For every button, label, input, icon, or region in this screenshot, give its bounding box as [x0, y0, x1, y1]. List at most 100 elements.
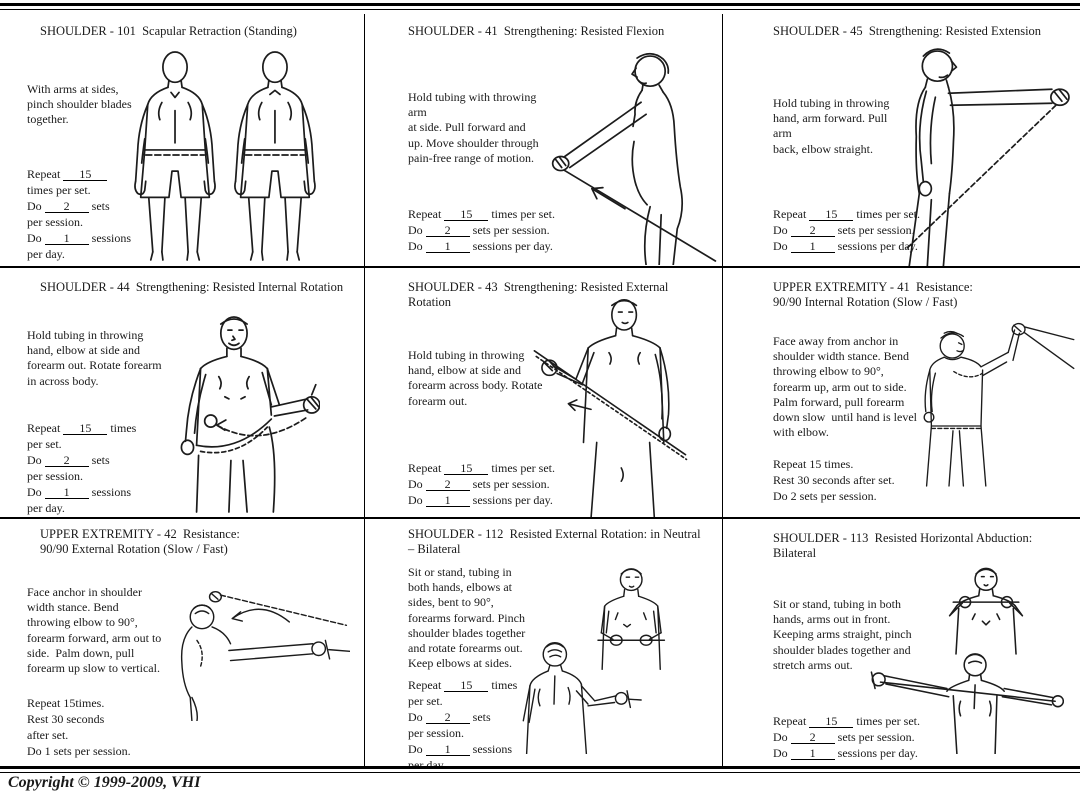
- bottom-rule-thin: [0, 772, 1080, 773]
- dosage-line: Do 2 sets per session.: [773, 729, 920, 745]
- exercise-title: SHOULDER - 112 Resisted External Rotatio…: [408, 527, 701, 556]
- dosage-blank-value: 2: [425, 224, 470, 237]
- dosage-text: Do: [27, 231, 45, 245]
- dosage-line: per session.: [27, 468, 136, 484]
- dosage-blank-value: 15: [63, 422, 108, 435]
- exercise-instructions: Hold tubing in throwing hand, elbow at s…: [27, 328, 162, 388]
- dosage-text: sets per session.: [469, 477, 550, 491]
- exercise-card-shoulder-113: SHOULDER - 113 Resisted Horizontal Abduc…: [723, 519, 1080, 767]
- dosage-text: Repeat: [408, 678, 445, 692]
- bottom-rule-thick: [0, 766, 1080, 769]
- dosage-text: per day.: [27, 247, 65, 261]
- exercise-instructions: Hold tubing in throwing hand, arm forwar…: [773, 96, 890, 156]
- dosage-text: Rest 30 seconds: [27, 712, 105, 726]
- dosage-text: Repeat: [773, 207, 810, 221]
- dosage-text: times per set.: [853, 207, 920, 221]
- dosage-line: Repeat 15 times per set.: [773, 713, 920, 729]
- dosage-text: per set.: [27, 437, 62, 451]
- dosage-line: Repeat 15: [27, 166, 131, 182]
- dosage-text: Repeat: [27, 167, 64, 181]
- dosage-text: Repeat: [773, 714, 810, 728]
- dosage-text: times: [107, 421, 137, 435]
- dosage-text: sets per session.: [469, 223, 550, 237]
- exercise-grid: SHOULDER - 101 Scapular Retraction (Stan…: [0, 14, 1080, 767]
- dosage-text: Do: [408, 239, 426, 253]
- dosage-line: per day.: [408, 757, 517, 767]
- dosage-line: Repeat 15 times: [408, 677, 517, 693]
- dosage-line: Repeat 15 times per set.: [408, 206, 555, 222]
- exercise-instructions: With arms at sides, pinch shoulder blade…: [27, 82, 132, 127]
- dosage-line: Do 1 sets per session.: [27, 743, 131, 759]
- dosage-blank-value: 1: [425, 494, 470, 507]
- exercise-card-upper-extremity-41: UPPER EXTREMITY - 41 Resistance: 90/90 I…: [723, 268, 1080, 519]
- dosage-blank-value: 15: [444, 208, 489, 221]
- illustration-man-resisted-flexion-icon: [551, 52, 717, 265]
- illustration-two-men-external-rotation-bilateral-icon: [522, 568, 666, 754]
- dosage-text: times per set.: [488, 461, 555, 475]
- exercise-title: SHOULDER - 101 Scapular Retraction (Stan…: [40, 24, 297, 38]
- dosage-text: per session.: [27, 215, 83, 229]
- dosage-line: Repeat 15 times: [27, 420, 136, 436]
- dosage-text: Do: [27, 485, 45, 499]
- exercise-title: SHOULDER - 113 Resisted Horizontal Abduc…: [773, 531, 1036, 560]
- dosage-text: Do: [773, 223, 791, 237]
- dosage-text: Do: [408, 710, 426, 724]
- dosage-line: per day.: [27, 500, 136, 516]
- illustration-man-9090-internal-rotation-icon: [923, 322, 1075, 487]
- copyright-notice: Copyright © 1999-2009, VHI: [8, 774, 201, 791]
- dosage-text: Do: [408, 477, 426, 491]
- dosage-line: Do 2 sets per session.: [408, 476, 555, 492]
- dosage-text: sets: [469, 710, 491, 724]
- dosage-text: per session.: [27, 469, 83, 483]
- dosage-text: sets: [88, 199, 110, 213]
- exercise-instructions: Sit or stand, tubing in both hands, arms…: [773, 597, 912, 672]
- dosage-line: Do 1 sessions per day.: [773, 745, 920, 761]
- dosage-text: per session.: [408, 726, 464, 740]
- dosage-line: Rest 30 seconds: [27, 711, 131, 727]
- exercise-card-shoulder-43: SHOULDER - 43 Strengthening: Resisted Ex…: [365, 268, 723, 519]
- dosage-line: Repeat 15 times.: [773, 456, 895, 472]
- dosage-line: per set.: [27, 436, 136, 452]
- dosage-text: sessions per day.: [834, 746, 918, 760]
- dosage-text: Do: [408, 493, 426, 507]
- dosage-block: Repeat 15 times.Rest 30 seconds after se…: [773, 456, 895, 504]
- dosage-blank-value: 2: [425, 478, 470, 491]
- dosage-line: Do 1 sessions: [27, 484, 136, 500]
- illustration-two-men-horizontal-abduction-icon: [870, 567, 1064, 754]
- dosage-text: Do 1 sets per session.: [27, 744, 131, 758]
- dosage-blank-value: 1: [44, 232, 89, 245]
- top-rule-thin: [0, 9, 1080, 10]
- dosage-text: times per set.: [488, 207, 555, 221]
- illustration-man-9090-external-rotation-icon: [180, 591, 350, 721]
- dosage-text: after set.: [27, 728, 69, 742]
- dosage-text: sessions per day.: [469, 493, 553, 507]
- dosage-line: Rest 30 seconds after set.: [773, 472, 895, 488]
- dosage-block: Repeat 15 times per set.Do 2 sets per se…: [408, 460, 555, 508]
- dosage-line: Do 2 sets per session.: [408, 222, 555, 238]
- exercise-title: UPPER EXTREMITY - 42 Resistance: 90/90 E…: [40, 527, 240, 556]
- dosage-text: per set.: [408, 694, 443, 708]
- dosage-text: per day.: [27, 501, 65, 515]
- dosage-line: Do 1 sessions per day.: [408, 492, 555, 508]
- exercise-title: SHOULDER - 45 Strengthening: Resisted Ex…: [773, 24, 1042, 38]
- dosage-line: Do 2 sets: [27, 198, 131, 214]
- dosage-line: Do 1 sessions: [27, 230, 131, 246]
- dosage-text: per day.: [408, 758, 446, 767]
- dosage-text: times per set.: [853, 714, 920, 728]
- illustration-man-resisted-extension-icon: [906, 48, 1070, 266]
- dosage-text: sessions per day.: [469, 239, 553, 253]
- exercise-instructions: Face anchor in shoulder width stance. Be…: [27, 585, 162, 676]
- dosage-text: Repeat 15 times.: [773, 457, 854, 471]
- top-rule-thick: [0, 3, 1080, 6]
- exercise-title: SHOULDER - 43 Strengthening: Resisted Ex…: [408, 280, 672, 309]
- dosage-text: Do: [27, 453, 45, 467]
- dosage-line: times per set.: [27, 182, 131, 198]
- exercise-card-shoulder-41: SHOULDER - 41 Strengthening: Resisted Fl…: [365, 14, 723, 268]
- dosage-text: times per set.: [27, 183, 91, 197]
- dosage-line: after set.: [27, 727, 131, 743]
- dosage-text: Do 2 sets per session.: [773, 489, 877, 503]
- dosage-text: Repeat: [27, 421, 64, 435]
